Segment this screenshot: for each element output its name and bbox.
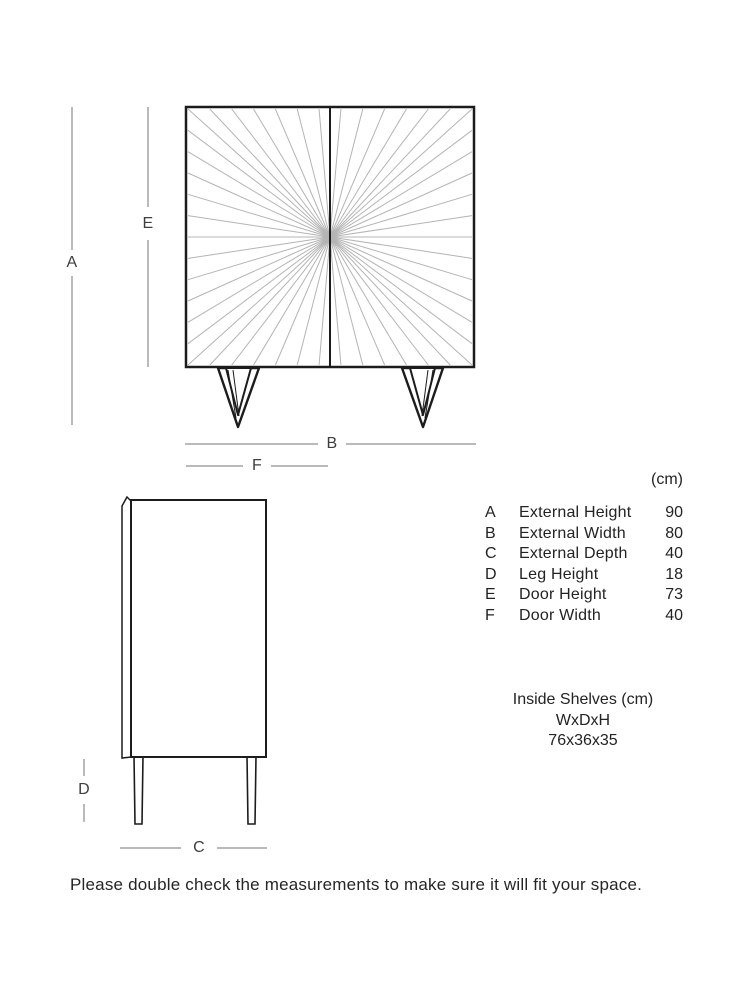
row-label: Leg Height [519,565,599,583]
row-value: 40 [665,545,683,562]
table-row: D Leg Height 18 [485,565,683,586]
inside-shelves-title: Inside Shelves (cm) [512,691,654,708]
table-row: C External Depth 40 [485,544,683,565]
inside-shelves-format: WxDxH [555,711,611,729]
dimensions-table: A External Height 90 B External Width 80… [485,503,683,626]
table-row: B External Width 80 [485,524,683,545]
row-key: B [485,524,496,542]
row-value: 40 [665,606,683,624]
row-label: Door Height [519,586,607,603]
unit-header: (cm) [651,471,683,488]
table-row: A External Height 90 [485,503,683,524]
dim-label-external-depth: C [191,839,207,857]
row-value: 80 [665,524,683,542]
side-cabinet-body [130,499,267,758]
row-label: External Width [519,524,626,542]
table-row: E Door Height 73 [485,585,683,606]
dim-label-leg-height: D [76,781,92,799]
side-door-edge [121,495,132,759]
row-key: C [485,545,497,562]
inside-shelves-size: 76x36x35 [548,732,618,749]
front-left-hairpin-leg [216,366,261,429]
sunburst-veneer-pattern [187,108,473,366]
row-value: 73 [665,586,683,603]
dim-label-external-height: A [64,254,80,272]
dim-label-door-height: E [140,215,156,233]
dim-label-door-width: F [249,457,265,475]
front-view [184,105,476,429]
dim-label-external-width: B [324,435,340,453]
row-label: External Depth [519,545,628,562]
row-key: D [485,565,497,583]
row-value: 18 [665,565,683,583]
row-key: E [485,586,496,603]
front-right-hairpin-leg [400,366,445,429]
side-legs [133,755,257,825]
row-key: F [485,606,495,624]
row-value: 90 [665,504,683,521]
row-key: A [485,504,496,521]
row-label: External Height [519,504,632,521]
table-row: F Door Width 40 [485,606,683,627]
inside-shelves-note: Inside Shelves (cm) WxDxH 76x36x35 [458,690,708,752]
row-label: Door Width [519,606,602,624]
measurement-disclaimer: Please double check the measurements to … [70,875,643,894]
dimension-lines [71,107,476,849]
side-view [121,495,267,825]
